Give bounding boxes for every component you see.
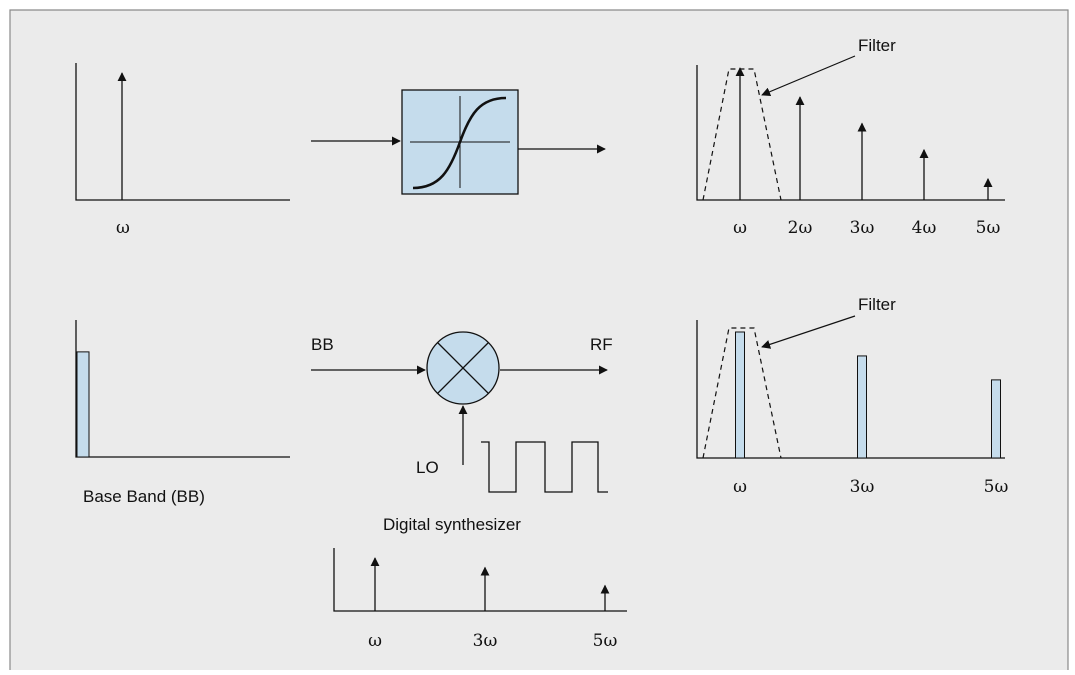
input-spectrum-axes xyxy=(75,63,290,201)
rf-filter-label: Filter xyxy=(858,295,896,314)
mixer-output-label: RF xyxy=(590,335,613,354)
harmonic-label-2: 2ω xyxy=(788,218,813,238)
input-spectrum: ω xyxy=(75,63,290,238)
lo-spectrum: ω 3ω 5ω xyxy=(333,548,627,651)
panel-border xyxy=(9,9,1069,670)
rf-harmonic-label-1: ω xyxy=(733,477,747,497)
lo-harmonic-label-2: 3ω xyxy=(473,631,498,651)
rf-harmonic-label-3: 5ω xyxy=(984,477,1009,497)
mixer-input-label: BB xyxy=(311,335,334,354)
baseband-bar xyxy=(76,351,90,458)
harmonic-label-5: 5ω xyxy=(976,218,1001,238)
harmonic-arrows xyxy=(735,67,993,200)
rf-spectrum-axes xyxy=(696,320,1005,459)
input-tone-label: ω xyxy=(116,218,130,238)
synthesizer-label: Digital synthesizer xyxy=(383,515,521,534)
rf-bar-1 xyxy=(735,331,745,459)
mixer-section: BB RF LO Digital synthesizer xyxy=(311,331,613,534)
rf-filter-response-outline xyxy=(702,327,782,459)
harmonic-spectrum-axes xyxy=(696,65,1005,201)
rf-bar-3 xyxy=(991,379,1001,459)
s-curve-icon xyxy=(410,96,510,190)
baseband-label: Base Band (BB) xyxy=(83,487,205,506)
rf-filter-callout-arrow xyxy=(761,315,856,349)
lo-spectrum-axes xyxy=(333,548,627,612)
lo-label: LO xyxy=(416,458,439,477)
background-panel xyxy=(10,10,1068,670)
lo-harmonic-arrows xyxy=(370,557,610,611)
baseband-spectrum-axes xyxy=(75,320,290,458)
lo-harmonic-label-3: 5ω xyxy=(593,631,618,651)
square-wave xyxy=(481,441,608,493)
rf-harmonic-label-2: 3ω xyxy=(850,477,875,497)
harmonic-spectrum: ω 2ω 3ω 4ω 5ω Filter xyxy=(696,36,1005,238)
rf-spectrum: ω 3ω 5ω Filter xyxy=(696,295,1008,497)
mixer-icon xyxy=(426,331,500,405)
lo-harmonic-labels: ω 3ω 5ω xyxy=(368,631,617,651)
harmonic-label-4: 4ω xyxy=(912,218,937,238)
nonlinear-block xyxy=(311,89,606,195)
filter-response-outline xyxy=(702,68,782,201)
harmonic-label-1: ω xyxy=(733,218,747,238)
harmonic-labels: ω 2ω 3ω 4ω 5ω xyxy=(733,218,1000,238)
baseband-spectrum: Base Band (BB) xyxy=(75,320,290,506)
rf-harmonic-labels: ω 3ω 5ω xyxy=(733,477,1008,497)
harmonic-label-3: 3ω xyxy=(850,218,875,238)
rf-harmonic-bars xyxy=(735,331,1001,459)
filter-callout-arrow xyxy=(761,55,856,97)
rf-bar-2 xyxy=(857,355,867,459)
filter-label: Filter xyxy=(858,36,896,55)
lo-harmonic-label-1: ω xyxy=(368,631,382,651)
